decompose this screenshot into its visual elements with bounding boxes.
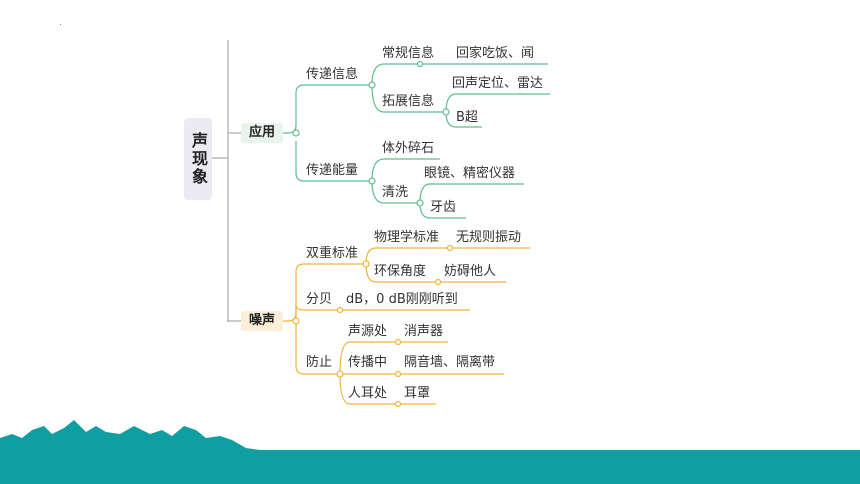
root-node: 声现象 <box>184 118 212 200</box>
orange-nodes <box>292 60 454 408</box>
detail-erzhao: 耳罩 <box>404 386 431 401</box>
node-tiwai-suishi: 体外碎石 <box>382 141 435 156</box>
node-chuandi-xinxi: 传递信息 <box>306 67 359 82</box>
detail-huisheng: 回声定位、雷达 <box>452 76 544 91</box>
branch-zaosheng: 噪声 <box>241 311 284 331</box>
branch-yingyong: 应用 <box>241 123 284 143</box>
node-chuanbo-zhong: 传播中 <box>348 355 388 370</box>
node-shuangzhong-biaozhun: 双重标准 <box>306 246 359 261</box>
node-shengyuan-chu: 声源处 <box>348 324 388 339</box>
mountain-silhouette <box>0 420 860 484</box>
root-label: 声现象 <box>189 132 208 186</box>
node-qingxi: 清洗 <box>382 185 409 200</box>
detail-fangai: 妨碍他人 <box>444 264 497 279</box>
trunk-line <box>212 40 229 322</box>
detail-geyinqiang: 隔音墙、隔离带 <box>404 355 496 370</box>
green-nodes <box>292 81 450 207</box>
node-ren-er-chu: 人耳处 <box>348 386 388 401</box>
node-wulixue-biaozhun: 物理学标准 <box>374 230 440 245</box>
green-connectors <box>278 63 550 219</box>
node-huanbao-jiaodu: 环保角度 <box>374 264 427 279</box>
node-fenbei: 分贝 <box>306 292 333 307</box>
detail-yachi: 牙齿 <box>430 200 457 215</box>
node-tuozhan-xinxi: 拓展信息 <box>382 94 435 109</box>
corner-dot <box>60 24 61 25</box>
node-chuandi-nengliang: 传递能量 <box>306 163 359 178</box>
detail-yanjing: 眼镜、精密仪器 <box>424 166 516 181</box>
node-changgui-xinxi: 常规信息 <box>382 46 435 61</box>
detail-wuguize: 无规则振动 <box>456 230 522 245</box>
detail-db: dB，0 dB刚刚听到 <box>346 292 458 307</box>
detail-bchao: B超 <box>456 110 478 125</box>
node-fangzhi: 防止 <box>306 355 333 370</box>
detail-changgui: 回家吃饭、闻 <box>456 46 535 61</box>
detail-xiaoshengqi: 消声器 <box>404 324 444 339</box>
